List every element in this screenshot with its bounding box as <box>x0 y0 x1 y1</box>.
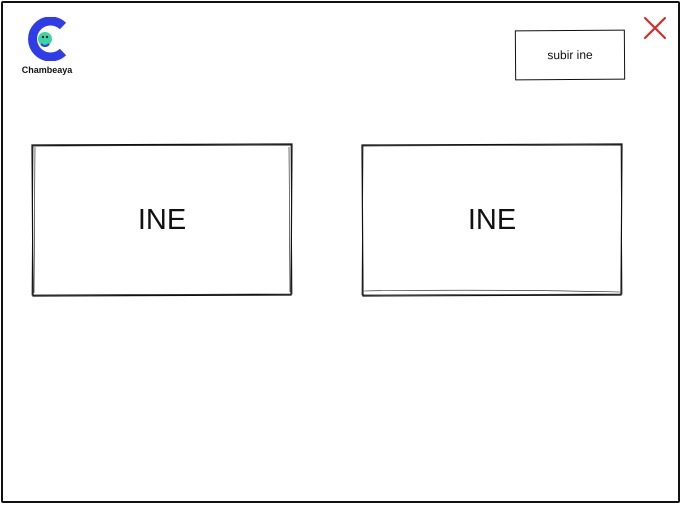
brand-name: Chambeaya <box>21 65 73 75</box>
ine-back-label: INE <box>467 203 517 236</box>
ine-front-label: INE <box>137 203 187 236</box>
upload-ine-button[interactable]: subir ine <box>514 29 626 81</box>
card-border <box>31 143 293 297</box>
chambeaya-logo-icon <box>28 17 67 61</box>
ine-back-card[interactable]: INE <box>361 143 623 297</box>
brand-logo: Chambeaya <box>17 17 77 79</box>
ine-front-card[interactable]: INE <box>31 143 293 297</box>
close-icon[interactable] <box>643 16 667 40</box>
card-border <box>361 143 623 297</box>
